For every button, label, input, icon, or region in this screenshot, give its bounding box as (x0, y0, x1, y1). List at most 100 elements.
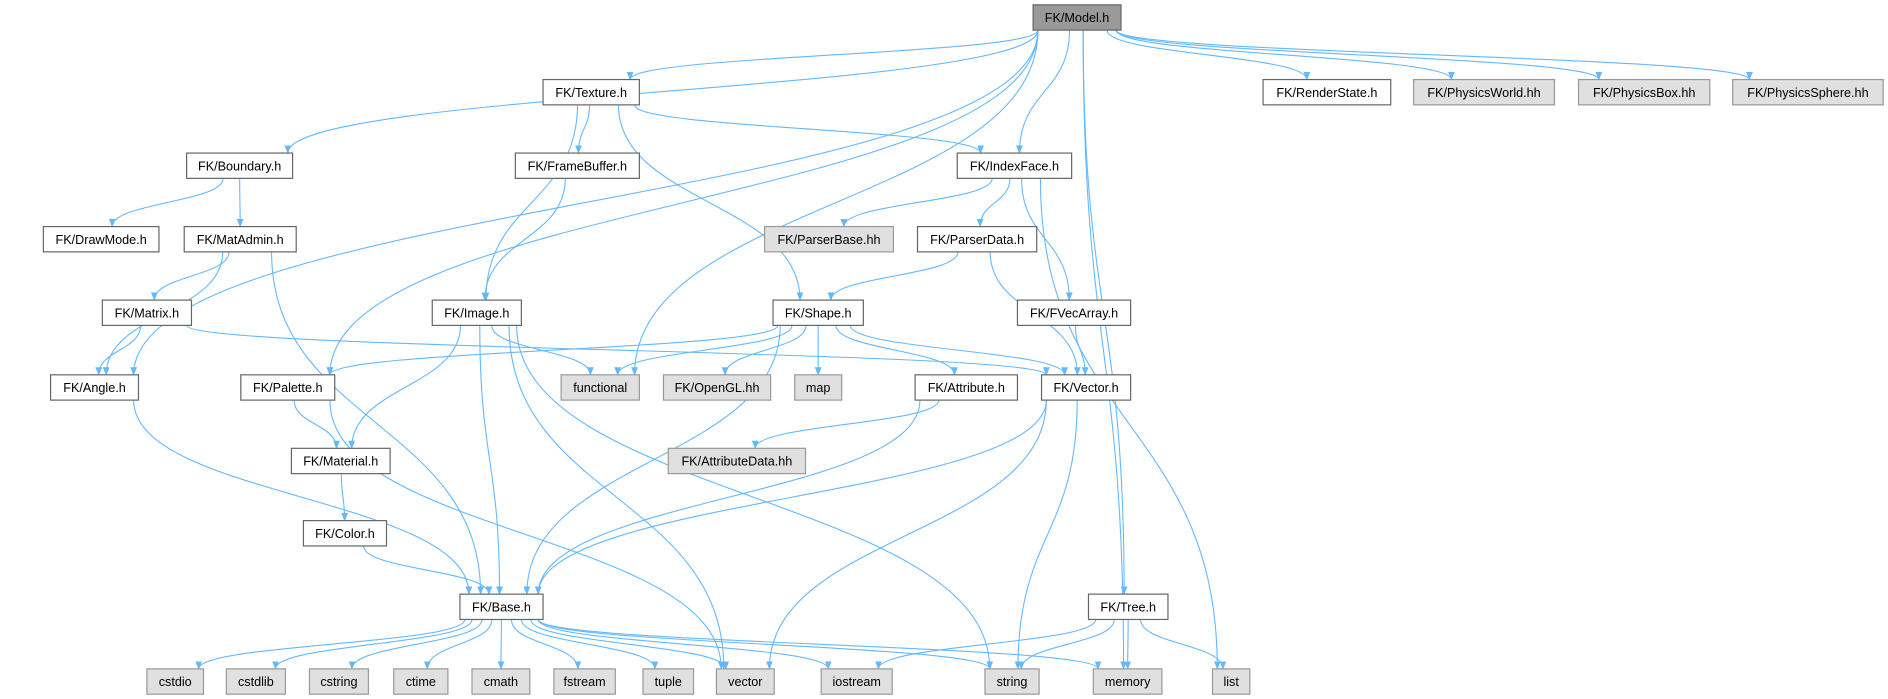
node-box (1262, 78, 1392, 106)
node-memory: memory (1092, 668, 1163, 695)
node-box (662, 374, 772, 401)
node-cstdlib: cstdlib (225, 668, 286, 695)
edge-shape-to-vectorh (849, 325, 1068, 376)
node-matadmin[interactable]: FK/MatAdmin.h (183, 225, 297, 253)
node-ctime: ctime (393, 668, 449, 695)
edge-matadmin-to-matrix (151, 251, 230, 301)
node-label: FK/Shape.h (785, 306, 852, 320)
node-label: memory (1105, 675, 1151, 689)
node-fvecarray[interactable]: FK/FVecArray.h (1016, 299, 1132, 326)
node-label: FK/PhysicsSphere.hh (1747, 86, 1868, 100)
node-label: FK/Attribute.h (928, 381, 1005, 395)
edge-base-to-cstring (348, 619, 483, 670)
node-model[interactable]: FK/Model.h (1032, 4, 1122, 31)
node-physicssphere: FK/PhysicsSphere.hh (1732, 78, 1884, 106)
node-box (225, 668, 286, 695)
edge-base-to-tuple (520, 619, 659, 670)
node-box (560, 374, 640, 401)
node-box (302, 520, 388, 547)
edge-texture-to-shape (617, 104, 804, 301)
node-label: FK/Boundary.h (198, 159, 281, 173)
node-renderstate[interactable]: FK/RenderState.h (1262, 78, 1392, 106)
node-box (542, 78, 640, 106)
node-angle[interactable]: FK/Angle.h (49, 374, 140, 401)
edge-angle-to-base (133, 400, 473, 595)
node-parserdata[interactable]: FK/ParserData.h (916, 225, 1038, 253)
node-label: FK/PhysicsWorld.hh (1427, 86, 1540, 100)
node-attribute[interactable]: FK/Attribute.h (914, 374, 1019, 401)
node-box (471, 668, 531, 695)
edge-image-to-base (479, 325, 503, 595)
edge-vectorh-to-base (534, 400, 1047, 595)
node-drawmode[interactable]: FK/DrawMode.h (42, 225, 160, 253)
node-box (186, 152, 294, 179)
node-label: FK/PhysicsBox.hh (1593, 86, 1695, 100)
node-label: FK/Texture.h (555, 86, 627, 100)
edge-vectorh-to-vector (766, 400, 1047, 670)
node-list: list (1211, 668, 1251, 695)
node-box (763, 225, 895, 253)
node-indexface[interactable]: FK/IndexFace.h (956, 152, 1073, 179)
edge-attribute-to-attributedata (751, 399, 940, 450)
node-label: FK/ParserBase.hh (777, 233, 880, 247)
edge-texture-to-image (482, 104, 579, 301)
node-material[interactable]: FK/Material.h (290, 447, 391, 475)
node-shape[interactable]: FK/Shape.h (772, 299, 864, 326)
node-framebuffer[interactable]: FK/FrameBuffer.h (514, 152, 640, 179)
edge-tree-to-iostream (875, 619, 1097, 670)
node-box (1016, 299, 1132, 326)
node-box (1211, 668, 1251, 695)
edges-layer (95, 29, 1753, 670)
node-box (1092, 668, 1163, 695)
node-box (101, 299, 193, 326)
edge-shape-to-functional (614, 325, 793, 376)
edge-model-to-boundary (284, 30, 1039, 154)
node-fstream: fstream (553, 668, 616, 695)
node-box (514, 152, 640, 179)
node-label: FK/FVecArray.h (1030, 306, 1118, 320)
edge-base-to-iostream (537, 619, 832, 670)
node-label: cstdlib (238, 675, 274, 689)
node-label: FK/AttributeData.hh (681, 455, 792, 469)
node-tree[interactable]: FK/Tree.h (1087, 593, 1169, 621)
node-matrix[interactable]: FK/Matrix.h (101, 299, 193, 326)
node-boundary[interactable]: FK/Boundary.h (186, 152, 294, 179)
node-label: FK/Model.h (1045, 11, 1110, 25)
edge-color-to-base (363, 545, 493, 595)
node-palette[interactable]: FK/Palette.h (240, 374, 336, 401)
node-physicsbox: FK/PhysicsBox.hh (1577, 78, 1711, 106)
node-label: FK/OpenGL.hh (675, 381, 760, 395)
node-label: tuple (655, 675, 682, 689)
node-box (772, 299, 864, 326)
node-label: FK/Angle.h (63, 381, 125, 395)
node-map: map (794, 374, 843, 401)
edge-model-to-palette (326, 30, 1039, 376)
node-box (956, 152, 1073, 179)
node-vectorh[interactable]: FK/Vector.h (1040, 374, 1132, 401)
node-cmath: cmath (471, 668, 531, 695)
node-label: string (997, 675, 1028, 689)
node-box (290, 447, 391, 475)
node-label: list (1223, 675, 1239, 689)
edge-model-to-texture (626, 29, 1039, 81)
edge-matrix-to-vectorh (186, 324, 1050, 376)
node-box (1032, 4, 1122, 31)
edge-shape-to-opengl (721, 325, 807, 376)
node-label: FK/MatAdmin.h (197, 233, 284, 247)
node-base[interactable]: FK/Base.h (459, 593, 544, 621)
edge-image-to-vector (508, 325, 728, 670)
node-image[interactable]: FK/Image.h (431, 299, 522, 326)
node-box (984, 668, 1040, 695)
node-label: FK/Material.h (303, 455, 378, 469)
node-texture[interactable]: FK/Texture.h (542, 78, 640, 106)
edge-indexface-to-list (1039, 178, 1221, 670)
node-vector: vector (715, 668, 775, 695)
node-box (459, 593, 544, 621)
node-color[interactable]: FK/Color.h (302, 520, 388, 547)
node-label: FK/Color.h (315, 527, 375, 541)
edge-palette-to-material (293, 400, 340, 450)
node-box (642, 668, 695, 695)
node-box (916, 225, 1038, 253)
